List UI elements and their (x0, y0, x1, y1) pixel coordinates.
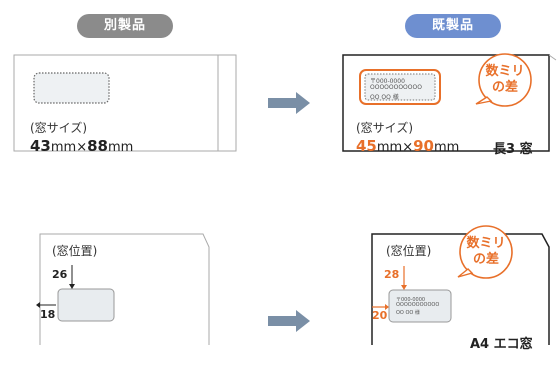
address-line-bottom: OOOOOOOOOOO (396, 302, 440, 308)
window-position-caption-left: (窓位置) (52, 244, 98, 258)
address-name-bottom: OO OO 様 (396, 310, 420, 316)
left-offset-right: 20 (372, 309, 388, 322)
model-name-top: 長3 窓 (493, 142, 533, 157)
window-size-caption-left: (窓サイズ) (30, 121, 88, 135)
window-position-caption-right: (窓位置) (386, 244, 432, 258)
envelope-bottom-right (371, 225, 550, 345)
difference-bubble-text-top: 数ミリの差 (485, 64, 525, 95)
address-zip-top: 〒000-0000 (370, 78, 405, 85)
arrow-bottom (268, 310, 310, 332)
envelope-top-left (13, 54, 237, 152)
window-size-right: 45mm×90mm (356, 137, 460, 155)
model-name-bottom: A4 エコ窓 (470, 337, 533, 352)
address-name-top: OO OO 様 (370, 94, 399, 101)
difference-bubble-top (478, 53, 532, 107)
ready-product-label: 既製品 (405, 14, 501, 38)
window-size-caption-right: (窓サイズ) (356, 121, 414, 135)
difference-bubble-bottom (459, 225, 513, 279)
window-size-left: 43mm×88mm (30, 137, 134, 155)
top-offset-right: 28 (384, 268, 400, 281)
difference-bubble-text-bottom: 数ミリの差 (466, 236, 506, 267)
custom-product-label: 別製品 (77, 14, 173, 38)
window-bottom-left (57, 288, 115, 322)
envelope-top-right (342, 53, 557, 152)
address-line-top: OOOOOOOOOOO (370, 84, 422, 91)
window-bottom-right (388, 289, 452, 323)
left-offset-left: 18 (40, 308, 56, 321)
envelope-bottom-left (36, 233, 210, 345)
address-zip-bottom: 〒000-0000 (396, 297, 426, 303)
window-top-left (33, 72, 110, 104)
arrow-top (268, 92, 310, 114)
top-offset-left: 26 (52, 268, 68, 281)
